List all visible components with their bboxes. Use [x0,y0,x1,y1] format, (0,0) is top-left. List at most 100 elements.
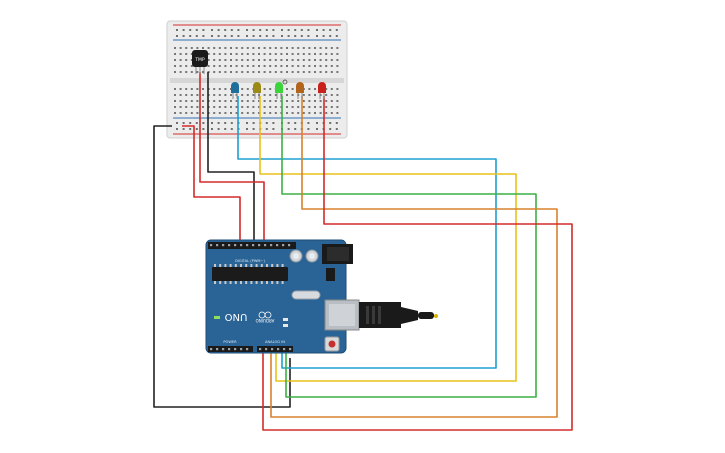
digital-pin[interactable] [258,244,261,247]
digital-pin[interactable] [282,244,285,247]
analog-pin[interactable] [277,348,280,351]
rail-hole [230,128,233,130]
chip-leg [219,264,222,267]
digital-pin[interactable] [252,244,255,247]
wire-orange-led[interactable] [270,96,558,418]
breadboard-hole [174,94,176,96]
digital-pin[interactable] [210,244,213,247]
breadboard-hole [213,106,216,108]
breadboard-hole [314,47,316,49]
breadboard-hole [330,65,333,67]
digital-pin[interactable] [240,244,243,247]
breadboard-hole [330,112,333,114]
breadboard-hole [308,71,311,73]
breadboard-hole [314,100,316,102]
power-pin[interactable] [216,348,219,351]
rail-hole [252,29,255,31]
digital-pin[interactable] [270,244,273,247]
breadboard-hole [190,112,193,114]
digital-pin[interactable] [246,244,249,247]
breadboard-hole [302,94,305,96]
power-pin[interactable] [246,348,249,351]
breadboard-hole [325,88,328,90]
led-red[interactable] [318,82,326,99]
breadboard-hole [179,94,182,96]
digital-pin[interactable] [264,244,267,247]
breadboard-hole [190,88,193,90]
tmp-sensor[interactable]: TMP [192,50,208,74]
chip-leg [245,264,248,267]
rail-hole [202,122,205,124]
power-pin[interactable] [228,348,231,351]
breadboard-hole [230,59,232,61]
analog-pin[interactable] [259,348,262,351]
digital-pin[interactable] [234,244,237,247]
led-orange[interactable] [296,82,304,99]
breadboard-hole [185,94,188,96]
digital-pin[interactable] [288,244,291,247]
digital-pin[interactable] [228,244,231,247]
breadboard-hole [302,65,305,67]
analog-pin[interactable] [271,348,274,351]
breadboard-hole [224,59,227,61]
rail-hole [246,35,248,37]
breadboard-hole [319,106,322,108]
breadboard-hole [263,112,266,114]
power-header[interactable] [208,346,253,352]
breadboard-hole [308,65,311,67]
crystal-oscillator [291,290,321,300]
breadboard-hole [269,112,272,114]
power-pin[interactable] [234,348,237,351]
rail-hole [224,128,227,130]
chip-leg [250,281,253,284]
wire-red-led[interactable] [262,96,573,431]
breadboard-hole [314,106,316,108]
analog-header[interactable] [257,346,293,352]
breadboard-hole [174,106,176,108]
digital-pin[interactable] [222,244,225,247]
led-yellow[interactable] [253,82,261,99]
analog-pin[interactable] [289,348,292,351]
wire-black-gnd[interactable] [153,125,291,408]
wire-blue-led[interactable] [237,96,497,369]
breadboard-hole [174,59,176,61]
power-pin[interactable] [222,348,225,351]
breadboard-hole [297,65,300,67]
breadboard-hole [336,112,339,114]
breadboard-hole [336,59,339,61]
sensor-label: TMP [194,57,205,63]
power-pin[interactable] [240,348,243,351]
breadboard-hole [202,100,204,102]
wire-black-sensor[interactable] [207,72,255,244]
wire-green-led[interactable] [281,96,537,398]
breadboard-hole [224,53,227,55]
arduino-uno-board[interactable]: DIGITAL (PWM~) POWER ANALOG IN [205,239,438,354]
breadboard[interactable] [166,20,348,139]
breadboard-hole [218,47,221,49]
analog-pin[interactable] [265,348,268,351]
power-pin[interactable] [210,348,213,351]
led-green[interactable] [275,82,283,99]
breadboard-hole [218,53,221,55]
wire-yellow-led[interactable] [259,96,517,382]
rail-hole [294,128,297,130]
breadboard-hole [308,47,311,49]
wire-red-5v[interactable] [182,125,241,244]
breadboard-hole [280,65,283,67]
breadboard-hole [207,53,210,55]
breadboard-hole [319,53,322,55]
breadboard-hole [274,112,277,114]
analog-pin[interactable] [283,348,286,351]
breadboard-hole [308,112,311,114]
breadboard-hole [252,59,255,61]
rail-hole [287,122,290,124]
breadboard-hole [286,112,288,114]
digital-pin[interactable] [216,244,219,247]
breadboard-hole [218,112,221,114]
digital-pin[interactable] [276,244,279,247]
wire-red-sensor[interactable] [199,72,265,244]
chip-leg [234,264,237,267]
led-blue[interactable] [231,82,239,99]
rail-hole [322,29,325,31]
breadboard-hole [179,65,182,67]
